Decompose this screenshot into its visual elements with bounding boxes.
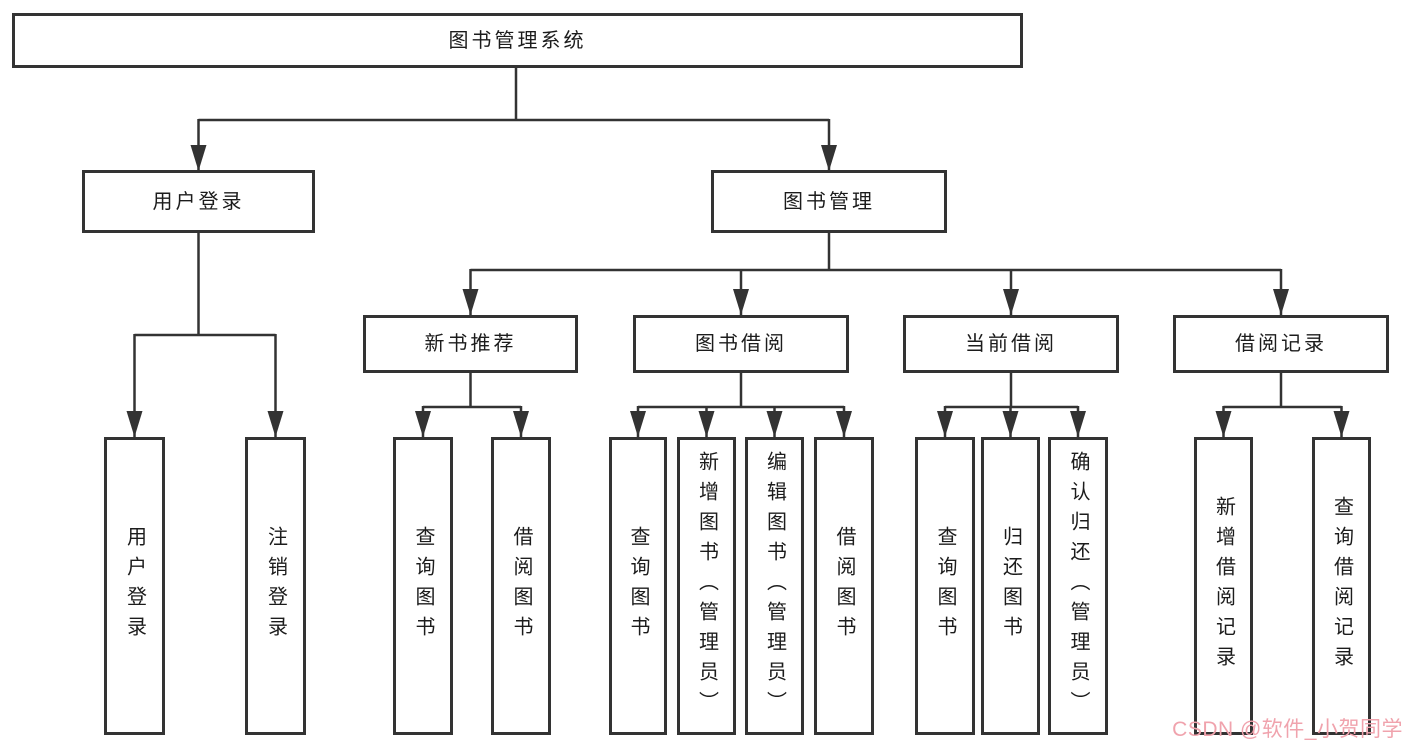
node-new-book-rec: 新书推荐 xyxy=(363,315,578,373)
branch-book-mgmt xyxy=(462,233,1289,315)
node-current-borrow: 当前借阅 xyxy=(903,315,1119,373)
leaf-return-book: 归还图书 xyxy=(981,437,1040,735)
branch-root xyxy=(190,68,837,171)
node-borrow-record: 借阅记录 xyxy=(1173,315,1389,373)
leaf-user-login: 用户登录 xyxy=(104,437,165,735)
node-root: 图书管理系统 xyxy=(12,13,1023,68)
branch-user-login xyxy=(126,233,284,437)
watermark: CSDN @软件_小贺同学 xyxy=(1172,718,1403,741)
leaf-query-book-b: 查询图书 xyxy=(609,437,667,735)
node-book-mgmt: 图书管理 xyxy=(711,170,947,233)
branch-borrow-record xyxy=(1215,373,1350,437)
leaf-query-borrow-record: 查询借阅记录 xyxy=(1312,437,1371,735)
leaf-add-borrow-record: 新增借阅记录 xyxy=(1194,437,1253,735)
leaf-add-book: 新增图书（管理员） xyxy=(677,437,736,735)
leaf-edit-book: 编辑图书（管理员） xyxy=(745,437,804,735)
branch-book-borrow xyxy=(630,373,852,437)
leaf-query-book-c: 查询图书 xyxy=(915,437,975,735)
branch-current-borrow xyxy=(937,373,1086,437)
leaf-borrow-book-a: 借阅图书 xyxy=(491,437,551,735)
branch-new-book-rec xyxy=(415,373,529,437)
leaf-confirm-return: 确认归还（管理员） xyxy=(1048,437,1108,735)
leaf-logout: 注销登录 xyxy=(245,437,306,735)
leaf-query-book-a: 查询图书 xyxy=(393,437,453,735)
node-user-login: 用户登录 xyxy=(82,170,315,233)
leaf-borrow-book-b: 借阅图书 xyxy=(814,437,874,735)
node-book-borrow: 图书借阅 xyxy=(633,315,849,373)
